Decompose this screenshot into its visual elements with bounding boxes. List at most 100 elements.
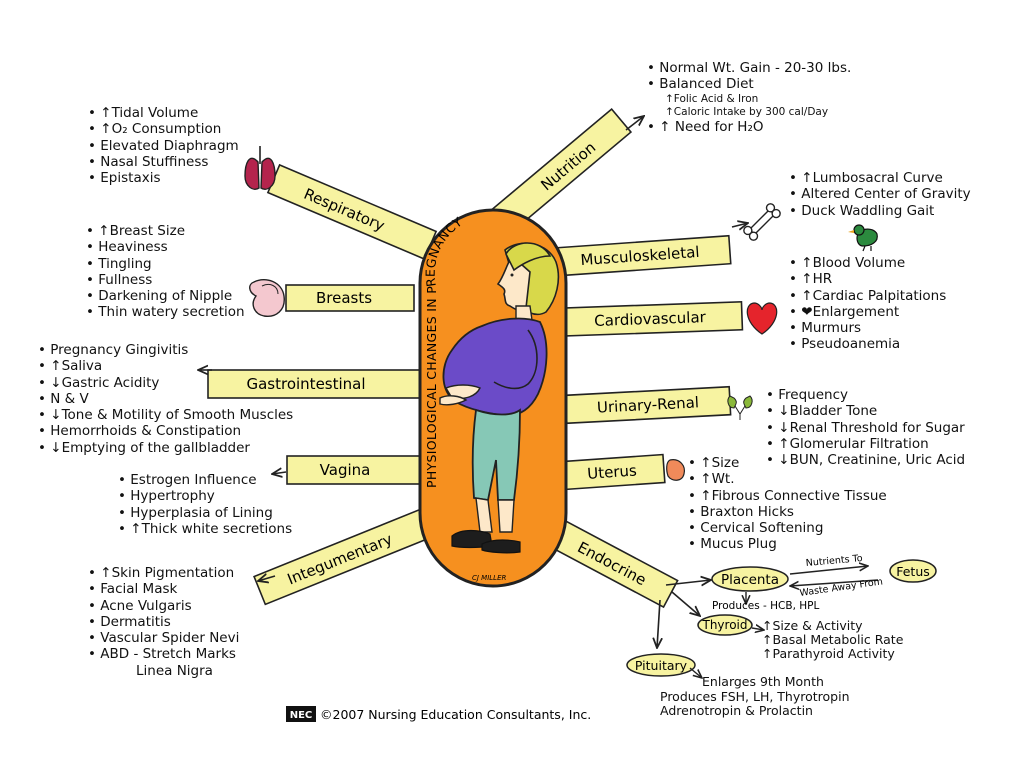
heart-icon xyxy=(746,302,778,335)
list-item: ↑Glomerular Filtration xyxy=(766,436,965,452)
list-subitem: ↑Caloric Intake by 300 cal/Day xyxy=(665,105,829,118)
nutrition-list: Normal Wt. Gain - 20-30 lbs. Balanced Di… xyxy=(647,60,851,135)
bone-icon xyxy=(743,203,781,241)
branch-urinary: Urinary-Renal xyxy=(564,385,732,425)
thyroid-list: ↑Size & Activity ↑Basal Metabolic Rate ↑… xyxy=(762,619,903,661)
list-item: ↑Fibrous Connective Tissue xyxy=(688,488,886,504)
list-item: Hyperplasia of Lining xyxy=(118,505,292,521)
svg-text:NEC: NEC xyxy=(290,710,313,721)
artist-signature: CJ MILLER xyxy=(472,574,507,582)
list-item: ↑Thick white secretions xyxy=(118,521,292,537)
list-item: ABD - Stretch Marks xyxy=(88,646,239,662)
list-item: Adrenotropin & Prolactin xyxy=(660,703,813,718)
cardiovascular-list: ↑Blood Volume ↑HR ↑Cardiac Palpitations … xyxy=(789,255,946,353)
gastrointestinal-list: Pregnancy Gingivitis ↑Saliva ↓Gastric Ac… xyxy=(38,342,293,456)
list-item: ↑Saliva xyxy=(38,358,293,374)
list-item: ❤Enlargement xyxy=(789,304,946,320)
list-item: ↑Breast Size xyxy=(86,223,245,239)
list-item: Epistaxis xyxy=(88,170,239,186)
respiratory-list: ↑Tidal Volume ↑O₂ Consumption Elevated D… xyxy=(88,105,239,186)
fetus-node: Fetus xyxy=(889,559,937,583)
svg-text:Placenta: Placenta xyxy=(721,572,779,588)
list-item: ↑Skin Pigmentation xyxy=(88,565,239,581)
pituitary-list: Enlarges 9th Month Produces FSH, LH, Thy… xyxy=(660,674,850,719)
list-item: Estrogen Influence xyxy=(118,472,292,488)
list-item: Enlarges 9th Month xyxy=(702,674,824,689)
label-vagina: Vagina xyxy=(320,461,371,479)
list-item: ↓Tone & Motility of Smooth Muscles xyxy=(38,407,293,423)
label-uterus: Uterus xyxy=(587,461,638,482)
list-item: Produces FSH, LH, Thyrotropin xyxy=(660,688,850,704)
kidney-icon xyxy=(727,395,753,420)
list-item: Dermatitis xyxy=(88,614,239,630)
list-item: Heaviness xyxy=(86,239,245,255)
branch-musculoskeletal: Musculoskeletal xyxy=(548,234,732,278)
list-item: N & V xyxy=(38,391,293,407)
svg-text:Fetus: Fetus xyxy=(896,564,930,579)
list-item: Elevated Diaphragm xyxy=(88,138,238,154)
list-item: Facial Mask xyxy=(88,581,239,597)
list-item: ↑Basal Metabolic Rate xyxy=(762,632,904,647)
list-item: Frequency xyxy=(766,387,965,403)
list-item: Duck Waddling Gait xyxy=(789,203,971,219)
list-item: Balanced Diet xyxy=(647,76,851,92)
vagina-list: Estrogen Influence Hypertrophy Hyperplas… xyxy=(118,472,292,537)
list-item: ↑ Need for H₂O xyxy=(647,119,851,135)
label-urinary: Urinary-Renal xyxy=(597,393,700,416)
list-item: Murmurs xyxy=(789,320,946,336)
list-item: Vascular Spider Nevi xyxy=(88,630,239,646)
list-item: ↑Parathyroid Activity xyxy=(762,646,895,661)
list-item: Linea Nigra xyxy=(136,662,213,679)
nec-logo-icon: NEC xyxy=(286,706,316,722)
list-subitem: ↑Folic Acid & Iron xyxy=(665,92,759,105)
uterus-icon xyxy=(666,459,685,481)
list-item: ↑Size & Activity xyxy=(762,618,863,633)
list-item: Altered Center of Gravity xyxy=(789,186,970,202)
list-item: Hypertrophy xyxy=(118,488,292,504)
branch-breasts: Breasts xyxy=(285,284,415,312)
pregnant-woman-illustration xyxy=(439,242,560,554)
list-item: ↑Blood Volume xyxy=(789,255,946,271)
breasts-list: ↑Breast Size Heaviness Tingling Fullness… xyxy=(86,223,245,321)
list-item: Nasal Stuffiness xyxy=(88,154,239,170)
branch-arrows xyxy=(198,116,748,648)
pituitary-node: Pituitary xyxy=(626,653,696,677)
copyright: ©2007 Nursing Education Consultants, Inc… xyxy=(320,707,591,722)
list-item: ↑Wt. xyxy=(688,471,887,487)
list-item: ↑Size xyxy=(688,455,887,471)
list-item: Tingling xyxy=(86,256,245,272)
list-item: Fullness xyxy=(86,272,245,288)
list-item: Normal Wt. Gain - 20-30 lbs. xyxy=(647,60,851,76)
list-item: ↓Emptying of the gallbladder xyxy=(38,440,293,456)
list-item: ↑HR xyxy=(789,271,946,287)
placenta-produces: Produces - HCB, HPL xyxy=(712,600,819,612)
musculoskeletal-list: ↑Lumbosacral Curve Altered Center of Gra… xyxy=(789,170,971,219)
list-item: ↑Lumbosacral Curve xyxy=(789,170,971,186)
uterus-list: ↑Size ↑Wt. ↑Fibrous Connective Tissue Br… xyxy=(688,455,887,553)
svg-text:Thyroid: Thyroid xyxy=(702,618,748,632)
thyroid-node: Thyroid xyxy=(697,614,753,636)
list-item: Braxton Hicks xyxy=(688,504,887,520)
list-item: ↓Bladder Tone xyxy=(766,403,965,419)
placenta-node: Placenta xyxy=(711,566,789,592)
label-cardiovascular: Cardiovascular xyxy=(594,308,707,330)
branch-vagina: Vagina xyxy=(286,455,424,485)
list-item: ↑O₂ Consumption xyxy=(88,121,239,137)
list-item: Acne Vulgaris xyxy=(88,598,239,614)
list-item: Thin watery secretion xyxy=(86,304,244,320)
nutrients-to-label: Nutrients To xyxy=(805,553,863,569)
svg-text:Pituitary: Pituitary xyxy=(635,658,688,673)
integumentary-list: ↑Skin Pigmentation Facial Mask Acne Vulg… xyxy=(88,565,239,679)
list-item: Mucus Plug xyxy=(688,536,887,552)
branch-respiratory: Respiratory xyxy=(266,163,438,261)
branch-uterus: Uterus xyxy=(562,453,666,491)
list-item: Hemorrhoids & Constipation xyxy=(38,423,293,439)
waste-away-label: Waste Away From xyxy=(799,576,884,599)
endocrine-arrows xyxy=(689,566,879,678)
lungs-icon xyxy=(244,146,276,190)
urinary-list: Frequency ↓Bladder Tone ↓Renal Threshold… xyxy=(766,387,965,468)
branch-cardiovascular: Cardiovascular xyxy=(556,300,744,338)
breast-icon xyxy=(249,278,285,317)
list-item: ↓Gastric Acidity xyxy=(38,375,293,391)
